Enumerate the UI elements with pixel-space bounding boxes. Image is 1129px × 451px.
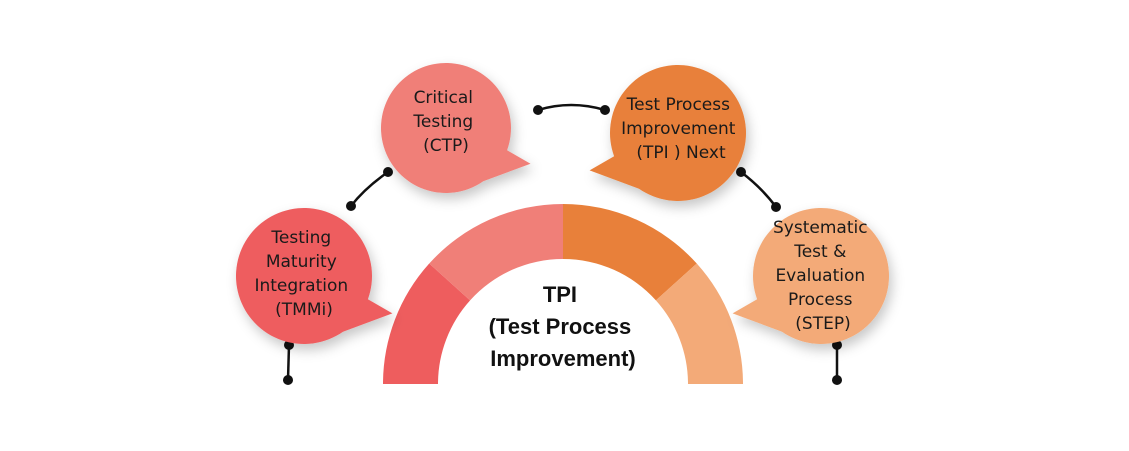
- arc-segment-2: [429, 204, 563, 301]
- bubble-ctp-shape: [380, 63, 531, 194]
- connector-tmmi-ctp: [350, 170, 389, 207]
- arc-segment-3: [563, 204, 697, 301]
- bubble-line: Improvement: [621, 119, 736, 139]
- connector-dot: [283, 375, 293, 385]
- bubble-line: Systematic: [773, 218, 868, 238]
- bubble-tmmi-label: Testing Maturity Integration (TMMi): [254, 228, 353, 320]
- bubble-line: Test Process: [626, 95, 731, 115]
- arc-segment-4: [655, 263, 743, 384]
- bubble-step-label: Systematic Test & Evaluation Process (ST…: [773, 218, 873, 334]
- bubble-tpi-next-label: Test Process Improvement (TPI ) Next: [621, 95, 741, 163]
- arc-segment-1: [383, 263, 471, 384]
- bubble-step: [732, 207, 889, 344]
- connectors: [283, 103, 842, 385]
- connector-tmmi-down: [286, 344, 291, 381]
- bubble-line: (TPI ) Next: [636, 143, 726, 163]
- connector-dot: [832, 375, 842, 385]
- bubble-ctp-label: Critical Testing (CTP): [412, 88, 478, 156]
- bubble-line: (STEP): [795, 314, 850, 334]
- bubble-line: Maturity: [266, 252, 337, 272]
- connector-dot: [383, 167, 393, 177]
- bubble-line: Process: [788, 290, 853, 310]
- center-title: TPI (Test Process Improvement): [489, 282, 638, 371]
- bubble-line: Testing: [270, 228, 331, 248]
- bubble-line: Testing: [412, 112, 473, 132]
- connector-dot: [771, 202, 781, 212]
- connector-dot: [533, 105, 543, 115]
- bubble-line: Evaluation: [775, 266, 865, 286]
- bubble-step-shape: [732, 207, 889, 344]
- connector-dot: [600, 105, 610, 115]
- center-title-line: Improvement): [490, 346, 635, 371]
- center-arc: [383, 204, 743, 384]
- connector-ctp-tpinext: [537, 103, 606, 112]
- bubble-line: Test &: [793, 242, 846, 262]
- bubble-tpi-next: [589, 64, 746, 201]
- connector-dot: [346, 201, 356, 211]
- connector-dot: [736, 167, 746, 177]
- center-title-line: (Test Process: [489, 314, 632, 339]
- bubble-line: (TMMi): [275, 300, 333, 320]
- bubble-ctp: [380, 63, 531, 194]
- bubble-line: Integration: [254, 276, 348, 296]
- center-title-line: TPI: [543, 282, 577, 307]
- bubble-tpi-next-shape: [589, 64, 746, 201]
- bubble-line: (CTP): [423, 136, 469, 156]
- connector-tpinext-step: [740, 171, 778, 208]
- bubble-tmmi-shape: [236, 207, 393, 344]
- bubble-line: Critical: [414, 88, 473, 108]
- bubble-tmmi: [236, 207, 393, 344]
